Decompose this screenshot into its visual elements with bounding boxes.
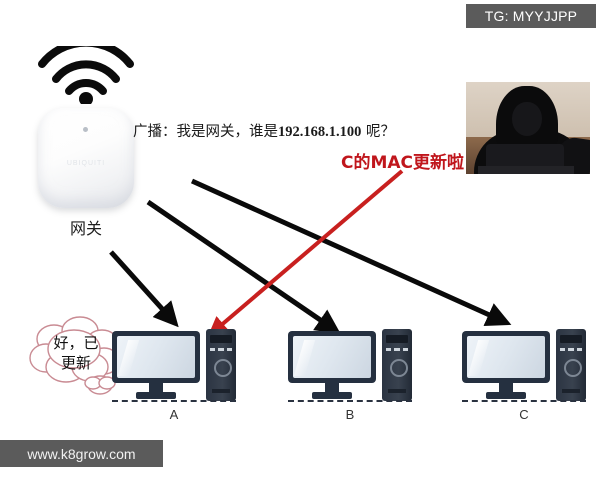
laptop-base-icon <box>478 166 574 174</box>
arrow-line <box>190 178 512 327</box>
tower-drive-bay <box>210 335 232 343</box>
broadcast-prefix: 广播：我是网关，谁是 <box>133 124 278 140</box>
gateway-led-icon <box>83 127 88 132</box>
monitor-screen <box>293 336 371 378</box>
monitor-base <box>136 392 176 399</box>
pc-tower <box>556 329 586 401</box>
monitor-frame <box>112 331 200 383</box>
thought-bubble-shape <box>29 316 120 395</box>
desk-line <box>462 400 586 404</box>
desk-line <box>288 400 412 404</box>
tower-foot <box>562 389 580 393</box>
monitor-frame <box>288 331 376 383</box>
tower-foot <box>388 389 406 393</box>
thought-bubble: 好，已 更新 <box>24 313 128 405</box>
tower-drive-bay <box>386 335 408 343</box>
gateway-brand-label: UBIQUITI <box>66 160 106 167</box>
broadcast-arrows <box>109 178 512 334</box>
computer-label: C <box>519 407 529 422</box>
attack-arrow <box>207 169 404 337</box>
broadcast-suffix: 呢？ <box>361 124 395 140</box>
desk-line <box>112 400 236 404</box>
tower-led-icons <box>560 348 582 351</box>
computer-label: B <box>345 407 355 422</box>
tower-led-icons <box>386 348 408 351</box>
screen-glare <box>467 340 490 376</box>
arrow-line <box>207 169 404 337</box>
pc-tower <box>206 329 236 401</box>
monitor-base <box>312 392 352 399</box>
screen-glare <box>293 340 316 376</box>
monitor-frame <box>462 331 550 383</box>
mac-update-annotation: C的MAC更新啦 <box>341 153 465 173</box>
gateway-device: UBIQUITI <box>38 108 134 208</box>
gateway-label: 网关 <box>69 219 102 238</box>
computer-a: A <box>112 327 236 422</box>
wifi-icon <box>38 46 134 104</box>
monitor-base <box>486 392 526 399</box>
power-button-icon <box>564 359 582 377</box>
broadcast-message: 广播：我是网关，谁是192.168.1.100 呢？ <box>133 120 395 141</box>
thought-line-2: 更新 <box>60 354 91 372</box>
monitor-neck <box>149 383 163 393</box>
broadcast-ip: 192.168.1.100 <box>278 124 362 140</box>
computer-b: B <box>288 327 412 422</box>
tower-drive-bay <box>560 335 582 343</box>
thought-line-1: 好，已 <box>53 334 99 352</box>
computer-label: A <box>169 407 179 422</box>
power-button-icon <box>390 359 408 377</box>
laptop-screen-icon <box>486 144 564 168</box>
tower-led-icons <box>210 348 232 351</box>
hacker-face <box>512 102 542 136</box>
gateway-body <box>38 108 134 208</box>
arrow-line <box>146 199 341 334</box>
computer-c: C <box>462 327 586 422</box>
power-button-icon <box>214 359 232 377</box>
monitor-screen <box>117 336 195 378</box>
screen-glare <box>117 340 140 376</box>
site-watermark: www.k8grow.com <box>0 440 163 467</box>
monitor-screen <box>467 336 545 378</box>
arrow-line <box>109 250 179 328</box>
hacker-photo <box>466 82 590 174</box>
telegram-badge: TG: MYYJJPP <box>466 4 596 28</box>
monitor-neck <box>325 383 339 393</box>
thought-bubble-text: 好，已 更新 <box>24 333 128 373</box>
pc-tower <box>382 329 412 401</box>
tower-foot <box>212 389 230 393</box>
monitor-neck <box>499 383 513 393</box>
